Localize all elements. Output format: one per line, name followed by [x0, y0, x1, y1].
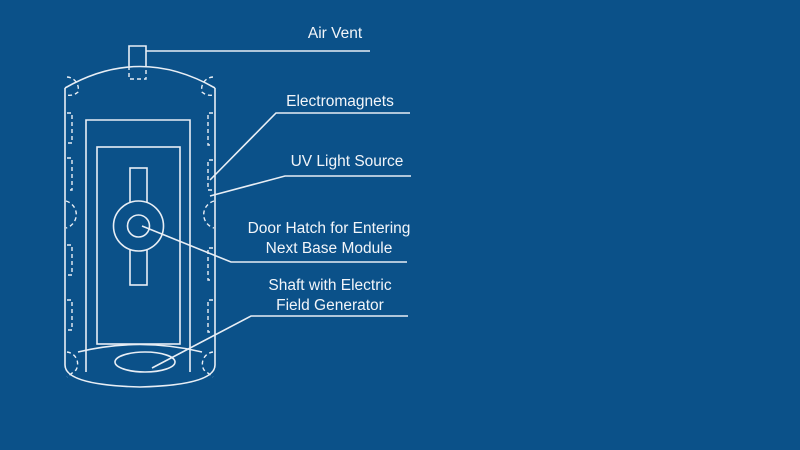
electromagnets — [67, 112, 213, 333]
label-shaft-line2: Field Generator — [276, 297, 384, 314]
label-shaft-line1: Shaft with Electric — [268, 277, 392, 294]
label-door-hatch-line1: Door Hatch for Entering — [247, 220, 411, 237]
label-air-vent: Air Vent — [307, 25, 363, 42]
air-vent — [128, 45, 147, 80]
label-door-hatch: Door Hatch for Entering Next Base Module — [240, 219, 418, 259]
label-shaft: Shaft with Electric Field Generator — [255, 276, 405, 316]
corner-uv-lights — [65, 76, 215, 378]
door-hatch — [85, 119, 191, 372]
label-electromagnets: Electromagnets — [286, 93, 394, 110]
shaft-ellipse — [114, 351, 176, 373]
label-door-hatch-line2: Next Base Module — [265, 240, 393, 257]
leader-lines — [141, 50, 411, 369]
label-uv-light-source: UV Light Source — [290, 153, 404, 170]
